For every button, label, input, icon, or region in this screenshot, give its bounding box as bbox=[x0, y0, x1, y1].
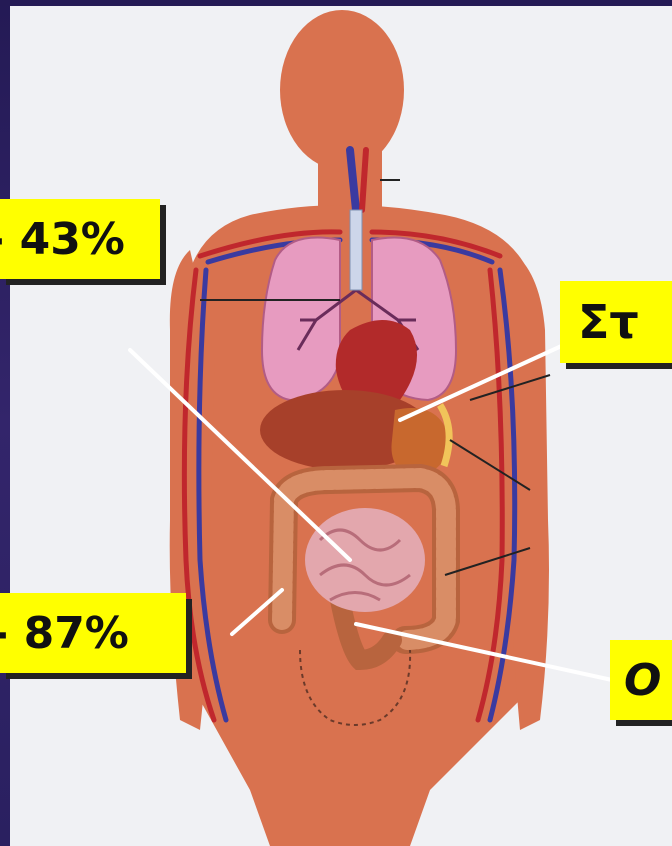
label-colon: Ο bbox=[610, 640, 672, 720]
label-text: - 87% bbox=[0, 608, 129, 659]
label-stomach: Στ bbox=[560, 281, 672, 363]
label-text: Ο bbox=[624, 655, 661, 706]
label-large-intestine-percent: - 87% bbox=[0, 593, 186, 673]
label-text: Στ bbox=[578, 295, 639, 349]
label-small-intestine-percent: - 43% bbox=[0, 199, 160, 279]
small-intestine bbox=[305, 508, 425, 612]
label-text: - 43% bbox=[0, 214, 125, 265]
